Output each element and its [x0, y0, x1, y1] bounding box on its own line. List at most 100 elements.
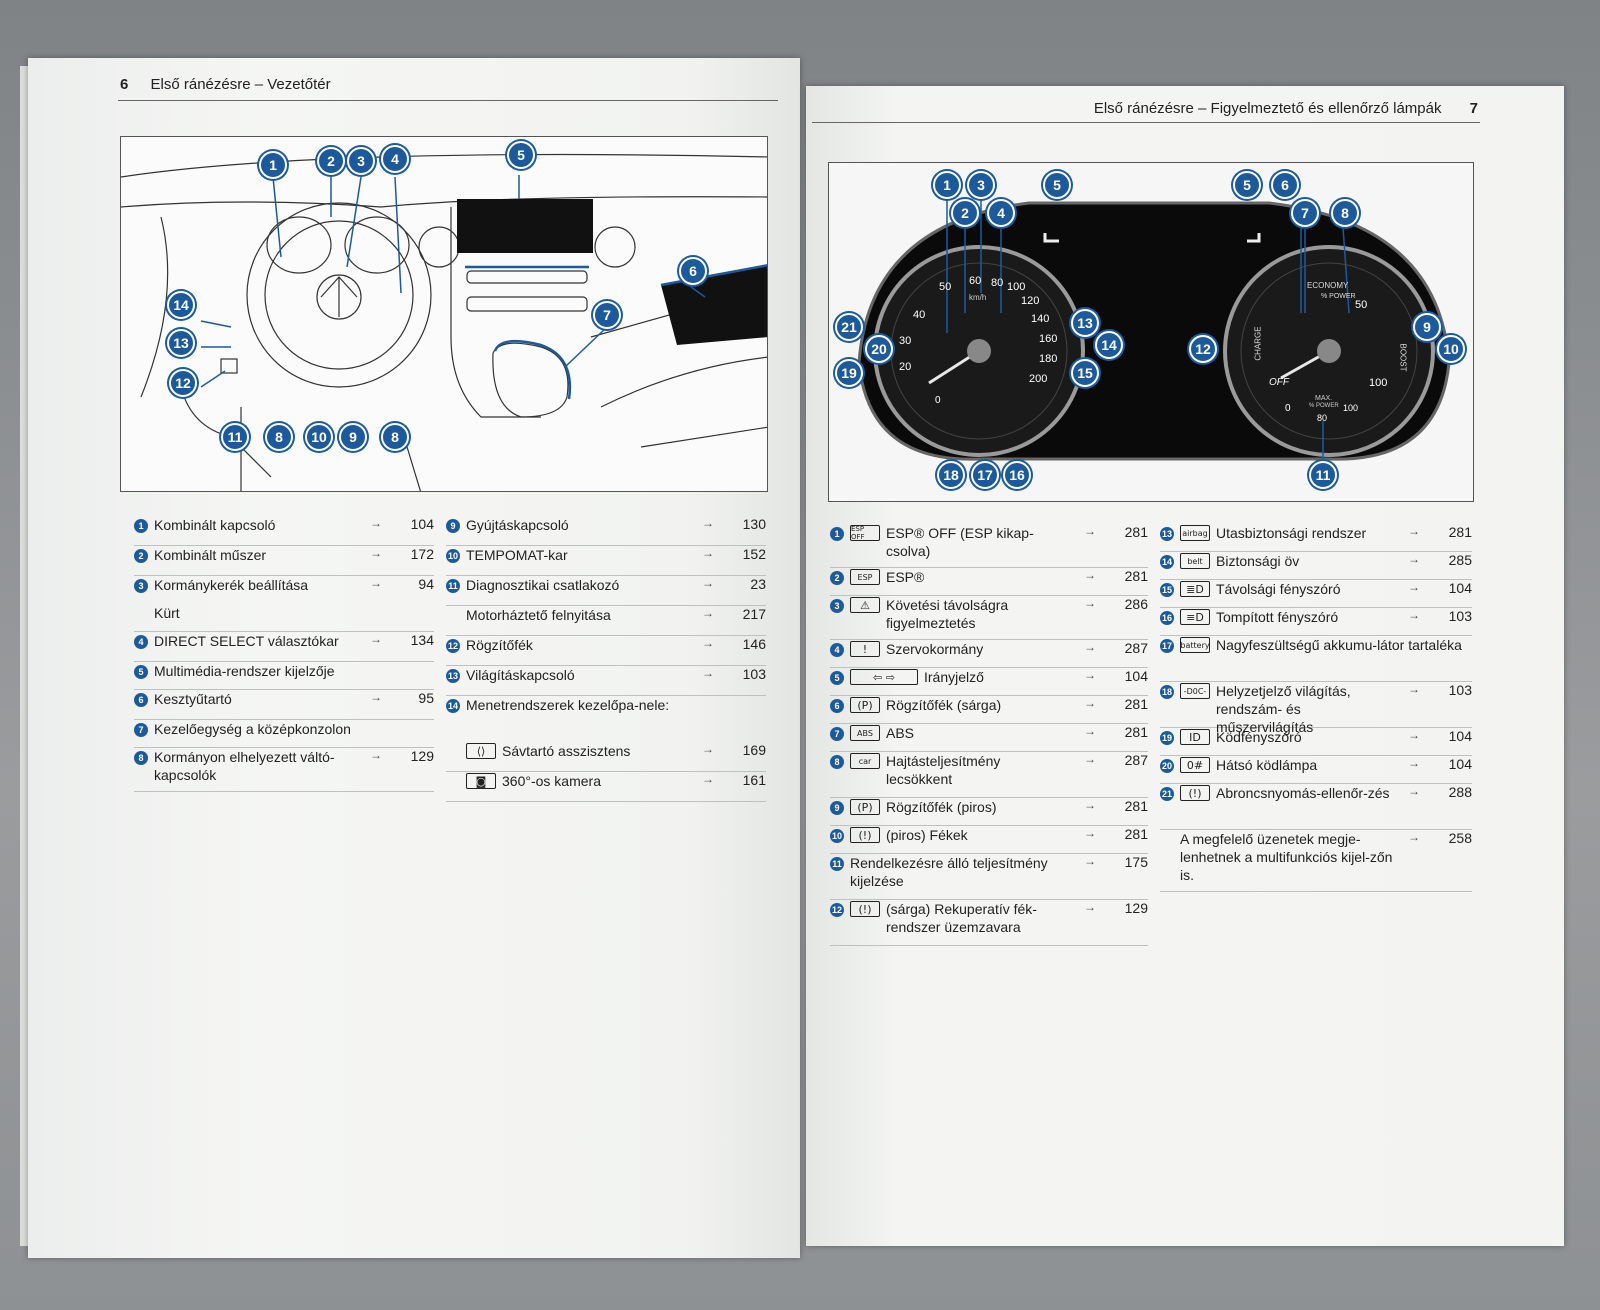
- cluster-callout-2: 2: [951, 199, 979, 227]
- callout-7: 7: [593, 301, 621, 329]
- right-page-header: Első ránézésre – Figyelmeztető és ellenő…: [1094, 100, 1478, 117]
- airbag-icon: airbag: [1180, 525, 1210, 541]
- speed-unit: km/h: [969, 293, 987, 302]
- left-page: 6 Első ránézésre – Vezetőtér: [28, 58, 800, 1258]
- speed-label-200: 200: [1029, 373, 1048, 385]
- cluster-callout-8: 8: [1331, 199, 1359, 227]
- eighty-label: 80: [1317, 413, 1328, 423]
- esp-off-icon: ESP OFF: [850, 525, 880, 541]
- legend-row: 21(!)Abroncsnyomás-ellenőr-zés→288: [1160, 784, 1472, 830]
- battery-icon: battery: [1180, 637, 1210, 653]
- callout-6: 6: [679, 257, 707, 285]
- cluster-callout-9: 9: [1413, 313, 1441, 341]
- speed-label-30: 30: [899, 335, 912, 347]
- rear-fog-light-icon: 0#: [1180, 757, 1210, 773]
- abs-icon: ABS: [850, 725, 880, 741]
- cluster-callout-17: 17: [971, 461, 999, 489]
- right-page-number: 7: [1469, 100, 1478, 117]
- economy-label: ECONOMY: [1307, 281, 1349, 290]
- left-page-number: 6: [120, 76, 129, 93]
- cluster-callout-21: 21: [835, 313, 863, 341]
- cluster-drawing: [857, 199, 1451, 483]
- callout-8b: 8: [381, 423, 409, 451]
- callout-5: 5: [507, 141, 535, 169]
- callout-11: 11: [221, 423, 249, 451]
- cluster-callout-11: 11: [1309, 461, 1337, 489]
- max-power-label: % POWER: [1309, 403, 1339, 409]
- cluster-callout-12: 12: [1189, 335, 1217, 363]
- cluster-callout-16: 16: [1003, 461, 1031, 489]
- right-page-title: Első ránézésre – Figyelmeztető és ellenő…: [1093, 100, 1442, 117]
- left-page-title: Első ránézésre – Vezetőtér: [150, 76, 331, 93]
- left-page-header: 6 Első ránézésre – Vezetőtér: [120, 76, 331, 93]
- legend-row: 4!Szervokormány→287: [830, 640, 1148, 668]
- off-label: OFF: [1269, 377, 1289, 388]
- cluster-callout-3: 3: [967, 171, 995, 199]
- boost-label: BOOST: [1398, 343, 1408, 372]
- speed-label-100: 100: [1007, 281, 1026, 293]
- cluster-callout-18: 18: [937, 461, 965, 489]
- cluster-callout-1: 1: [933, 171, 961, 199]
- hundred-label: 100: [1343, 403, 1359, 413]
- legend-row: A megfelelő üzenetek megje-lenhetnek a m…: [1160, 830, 1472, 892]
- callout-9: 9: [339, 423, 367, 451]
- legend-row: Motorháztető felnyitása→217: [446, 606, 766, 636]
- legend-row: 9(P)Rögzítőfék (piros)→281: [830, 798, 1148, 826]
- callout-1: 1: [259, 151, 287, 179]
- car-power-icon: car: [850, 753, 880, 769]
- speed-label-80: 80: [991, 277, 1004, 289]
- callout-13: 13: [167, 329, 195, 357]
- power-100-label: 100: [1369, 377, 1388, 389]
- high-beam-icon: ≣D: [1180, 581, 1210, 597]
- tire-pressure-icon: (!): [1180, 785, 1210, 801]
- cluster-callout-15: 15: [1071, 359, 1099, 387]
- legend-row: 5⇦ ⇨Irányjelző→104: [830, 668, 1148, 696]
- parking-brake-icon: (P): [850, 697, 880, 713]
- parking-light-icon: -D0C-: [1180, 683, 1210, 699]
- speed-label-50: 50: [939, 281, 952, 293]
- cluster-callout-7: 7: [1291, 199, 1319, 227]
- esp-icon: ESP: [850, 569, 880, 585]
- speed-label-40: 40: [913, 309, 926, 321]
- fog-light-icon: ID: [1180, 729, 1210, 745]
- speed-label-60: 60: [969, 275, 982, 287]
- lane-assist-icon: ⟨⟩: [466, 743, 496, 759]
- callout-4: 4: [381, 145, 409, 173]
- steering-icon: !: [850, 641, 880, 657]
- cluster-callout-13: 13: [1071, 309, 1099, 337]
- legend-row: 12(!)(sárga) Rekuperatív fék-rendszer üz…: [830, 900, 1148, 946]
- right-header-rule: [812, 122, 1480, 123]
- charge-label: CHARGE: [1253, 326, 1263, 361]
- zero-label: 0: [1285, 403, 1291, 414]
- cluster-callout-5b: 5: [1233, 171, 1261, 199]
- instrument-cluster-illustration: 50 40 30 20 60 80 100 120 140 160 180 20…: [828, 162, 1474, 502]
- speed-label-180: 180: [1039, 353, 1058, 365]
- cluster-callout-4: 4: [987, 199, 1015, 227]
- cockpit-illustration: 1 2 3 4 5 6 7 14 13 12 11 8 10 9 8: [120, 136, 768, 492]
- callout-3: 3: [347, 147, 375, 175]
- callout-8a: 8: [265, 423, 293, 451]
- legend-row: 18-D0C-Helyzetjelző világítás, rendszám-…: [1160, 682, 1472, 735]
- cluster-callout-6: 6: [1271, 171, 1299, 199]
